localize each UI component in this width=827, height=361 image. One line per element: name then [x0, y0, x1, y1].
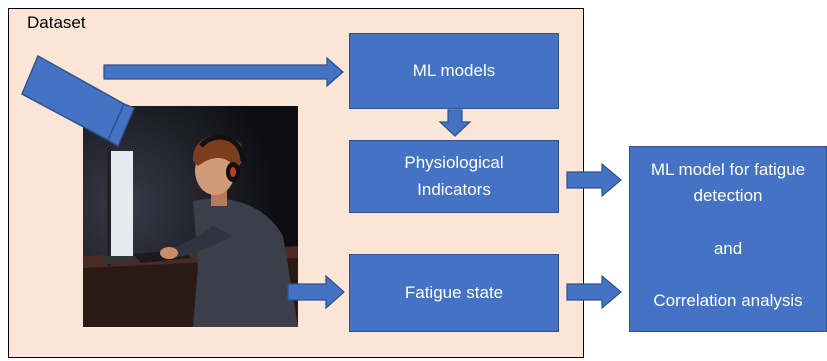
physiological-label-line1: Physiological	[404, 153, 504, 173]
ml-models-box: ML models	[349, 33, 559, 109]
fatigue-state-box: Fatigue state	[349, 254, 559, 332]
arrow-ml-to-physiological	[438, 109, 472, 137]
result-label-line3: and	[713, 238, 743, 258]
result-label-line1: ML model for fatigue	[650, 160, 806, 179]
ml-models-label: ML models	[412, 60, 496, 80]
result-label-line4: Correlation analysis	[653, 291, 803, 311]
arrow-illustration-to-fatigue	[287, 274, 345, 310]
dataset-label: Dataset	[27, 13, 86, 32]
physiological-indicators-box: Physiological Indicators	[349, 140, 559, 213]
fatigue-detection-result-box: ML model for fatigue detection and Corre…	[629, 146, 827, 332]
arrow-physiological-to-result	[566, 162, 622, 198]
result-label-line2: detection	[693, 186, 763, 206]
camera-icon	[21, 54, 135, 148]
physiological-label-line2: Indicators	[417, 179, 491, 199]
arrow-fatigue-to-result	[566, 274, 622, 310]
fatigue-state-label: Fatigue state	[404, 282, 504, 302]
person-at-computer-illustration	[83, 106, 298, 327]
arrow-camera-to-ml-models	[103, 56, 344, 88]
